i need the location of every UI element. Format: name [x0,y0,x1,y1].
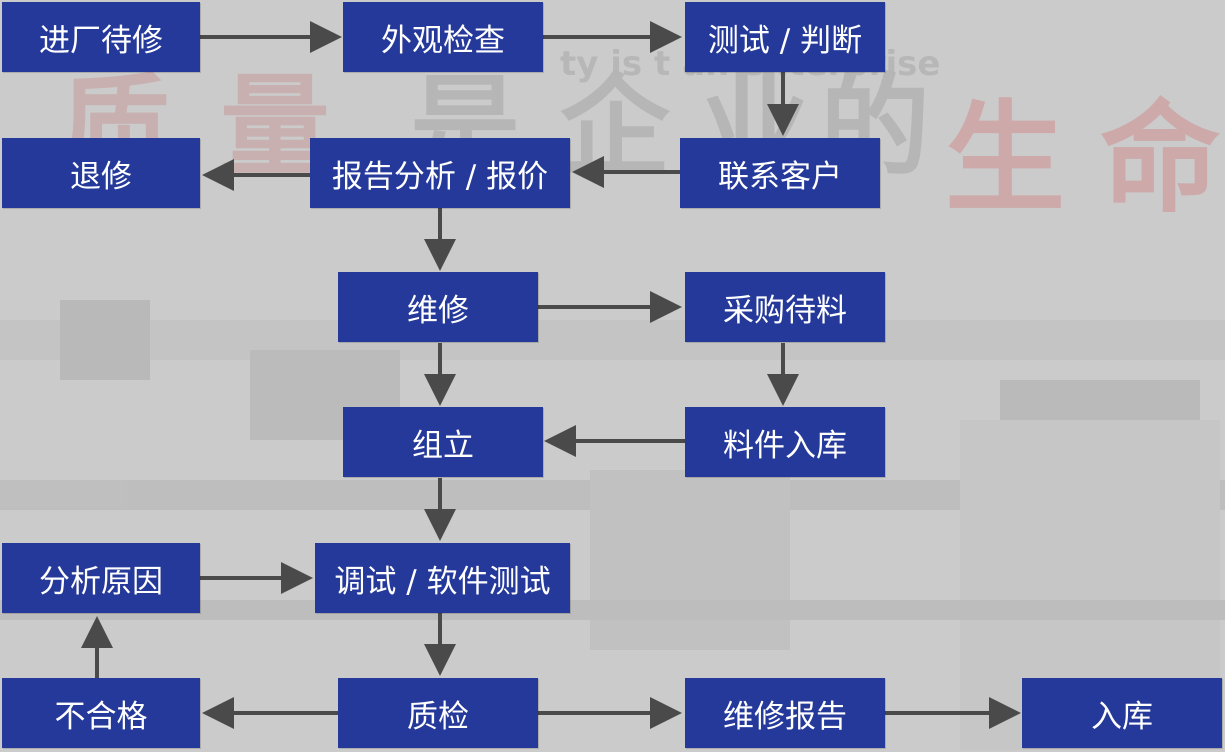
step-failed: 不合格 [2,678,200,748]
step-label: 进厂待修 [39,22,163,59]
step-report-quote: 报告分析 / 报价 [310,138,570,208]
step-label: 维修 [407,292,469,329]
step-purchase-parts: 采购待料 [685,272,885,342]
step-label: 维修报告 [723,698,847,735]
step-label: 入库 [1091,698,1153,735]
step-label: 不合格 [54,698,148,735]
step-label: 料件入库 [723,427,847,464]
step-visual-inspection: 外观检查 [343,2,543,72]
step-assemble: 组立 [343,407,543,477]
step-label: 调试 / 软件测试 [334,563,551,600]
step-label: 外观检查 [381,22,505,59]
step-incoming-repair: 进厂待修 [2,2,200,72]
step-label: 组立 [412,427,474,464]
step-label: 联系客户 [718,158,842,195]
step-return-unrepaired: 退修 [2,138,200,208]
step-label: 测试 / 判断 [707,22,863,59]
step-repair: 维修 [338,272,538,342]
step-parts-stocked: 料件入库 [685,407,885,477]
watermark-char: 生 [945,90,1065,229]
step-label: 采购待料 [723,292,847,329]
step-test-judge: 测试 / 判断 [685,2,885,72]
step-debug-software-test: 调试 / 软件测试 [315,543,570,613]
step-label: 报告分析 / 报价 [331,158,549,195]
step-warehousing: 入库 [1022,678,1222,748]
factory-scene [0,300,1225,750]
step-quality-check: 质检 [338,678,538,748]
step-label: 退修 [70,158,132,195]
step-contact-customer: 联系客户 [680,138,880,208]
step-label: 质检 [407,698,469,735]
step-analyze-cause: 分析原因 [2,543,200,613]
step-label: 分析原因 [39,563,163,600]
step-repair-report: 维修报告 [685,678,885,748]
watermark-char: 命 [1100,90,1220,229]
